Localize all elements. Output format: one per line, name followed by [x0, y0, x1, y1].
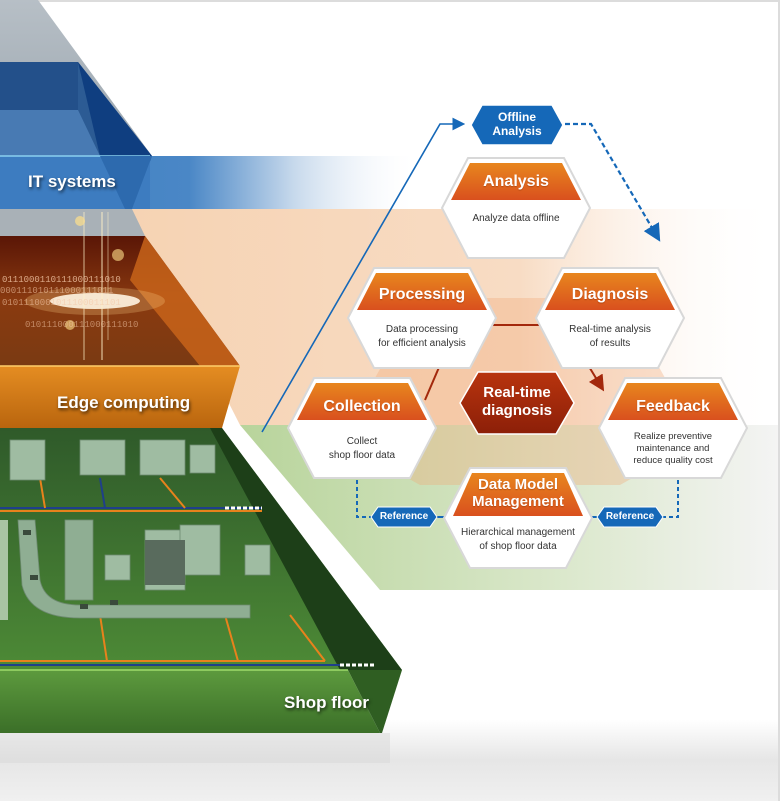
hex-collection-desc: Collect shop floor data	[286, 435, 438, 463]
arrow-to-offline-analysis	[261, 117, 466, 433]
svg-text:0101110001011100011101: 0101110001011100011101	[2, 298, 121, 308]
hexagon-shape-icon	[470, 104, 564, 146]
svg-text:0111000110111000111010: 0111000110111000111010	[2, 275, 121, 285]
hex-diagnosis-desc: Real-time analysis of results	[534, 323, 686, 351]
hex-collection[interactable]: Collection Collect shop floor data	[286, 376, 438, 480]
hex-data-model-management[interactable]: Data Model Management Hierarchical manag…	[442, 466, 594, 570]
hexagon-card-icon	[442, 467, 594, 569]
desc-line: Hierarchical management	[461, 527, 575, 538]
svg-text:000111010111000111011: 000111010111000111011	[0, 286, 113, 296]
desc-line: Collect	[346, 436, 378, 447]
hex-analysis-title: Analysis	[483, 173, 549, 190]
layer-label-shop-floor: Shop floor	[284, 693, 369, 712]
hex-feedback[interactable]: Feedback Realize preventive maintenance …	[597, 376, 749, 480]
hex-data-model-desc: Hierarchical management of shop floor da…	[442, 526, 594, 554]
arrow-offline-to-diagnosis	[565, 122, 661, 242]
hexagon-card-icon	[534, 267, 686, 369]
hex-diagnosis[interactable]: Diagnosis Real-time analysis of results	[534, 266, 686, 370]
offline-analysis-line2: Analysis	[492, 124, 542, 138]
svg-text:010111000111000111010: 010111000111000111010	[25, 320, 138, 330]
reference-badge-right[interactable]: Reference	[596, 506, 664, 528]
desc-line: Data processing	[385, 324, 459, 335]
title-line: Data Model	[477, 476, 558, 493]
reference-label: Reference	[605, 511, 655, 522]
desc-line: reduce quality cost	[633, 455, 713, 466]
hex-collection-title: Collection	[323, 398, 401, 415]
desc-line: of results	[589, 338, 631, 349]
hex-data-model-title: Data Model Management	[442, 476, 594, 510]
desc-line: Realize preventive	[633, 431, 713, 442]
connector-reference-feedback	[662, 480, 679, 518]
reference-badge-left[interactable]: Reference	[370, 506, 438, 528]
hexagon-shape-icon	[459, 371, 575, 435]
hexagon-card-icon	[440, 157, 592, 259]
layer-label-edge-computing: Edge computing	[57, 393, 191, 412]
connector-processing-collection	[424, 364, 441, 401]
hex-analysis[interactable]: Analysis Analyze data offline	[440, 156, 592, 260]
reference-label: Reference	[379, 511, 429, 522]
hex-feedback-desc: Realize preventive maintenance and reduc…	[597, 431, 749, 467]
realtime-diagnosis-badge[interactable]: Real-time diagnosis	[458, 370, 576, 436]
hex-processing-title: Processing	[378, 286, 466, 303]
title-line: Management	[472, 493, 564, 510]
hex-diagnosis-title: Diagnosis	[571, 286, 649, 303]
desc-line: for efficient analysis	[378, 338, 466, 349]
hex-processing-desc: Data processing for efficient analysis	[346, 323, 498, 351]
desc-line: maintenance and	[636, 443, 710, 454]
hex-processing[interactable]: Processing Data processing for efficient…	[346, 266, 498, 370]
center-line2: diagnosis	[481, 402, 552, 419]
connector-collection-reference	[356, 480, 372, 518]
desc-line: of shop floor data	[479, 541, 557, 552]
hexagon-card-icon	[286, 377, 438, 479]
offline-analysis-line1: Offline	[498, 110, 536, 124]
hexagon-shape-icon	[370, 506, 438, 528]
layer-label-it-systems: IT systems	[28, 172, 116, 191]
hexagon-card-icon	[346, 267, 498, 369]
center-line1: Real-time	[483, 384, 551, 401]
desc-line: shop floor data	[328, 450, 396, 461]
hex-feedback-title: Feedback	[636, 398, 710, 415]
offline-analysis-badge[interactable]: Offline Analysis	[470, 104, 564, 146]
hex-analysis-desc: Analyze data offline	[440, 212, 592, 226]
desc-line: Analyze data offline	[472, 213, 560, 224]
hexagon-card-icon	[597, 377, 749, 479]
hexagon-shape-icon	[596, 506, 664, 528]
desc-line: Real-time analysis	[569, 324, 651, 335]
